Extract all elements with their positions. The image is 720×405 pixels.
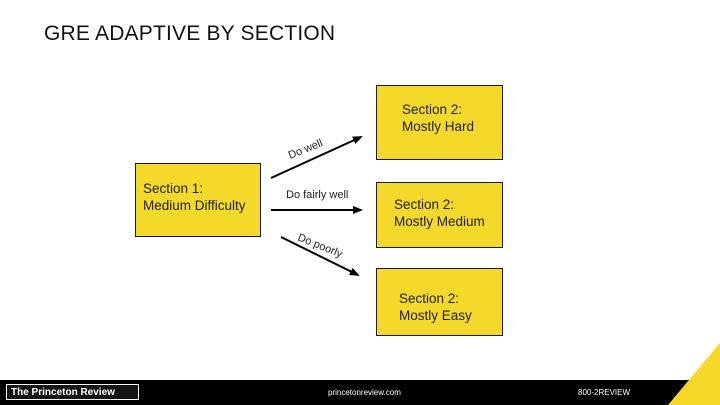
label-do-fairly-well: Do fairly well — [286, 189, 348, 201]
arrow-do-well — [270, 136, 363, 179]
label-do-well: Do well — [287, 137, 325, 162]
corner-accent — [668, 343, 720, 405]
website-text: princetonreview.com — [328, 388, 401, 397]
brand-name: The Princeton Review — [11, 386, 115, 398]
phone-text: 800-2REVIEW — [578, 388, 631, 397]
section-2-medium-heading: Section 2: — [394, 197, 455, 212]
section-2-easy-heading: Section 2: — [399, 291, 460, 306]
section-1-heading: Section 1: — [143, 181, 204, 196]
section-2-medium-difficulty: Mostly Medium — [394, 214, 485, 229]
section-1-box: Section 1: Medium Difficulty — [135, 163, 261, 237]
page-title: GRE ADAPTIVE BY SECTION — [44, 22, 336, 45]
section-2-hard-box: Section 2: Mostly Hard — [376, 85, 503, 160]
section-2-medium-box: Section 2: Mostly Medium — [376, 182, 503, 248]
footer-bar: The Princeton Review princetonreview.com… — [0, 380, 720, 405]
section-2-easy-difficulty: Mostly Easy — [399, 308, 472, 323]
section-2-hard-heading: Section 2: — [402, 102, 463, 117]
section-1-difficulty: Medium Difficulty — [143, 198, 246, 213]
princeton-review-logo: The Princeton Review — [6, 384, 139, 400]
arrow-do-poorly — [280, 236, 360, 276]
section-2-hard-difficulty: Mostly Hard — [402, 119, 475, 134]
section-2-easy-box: Section 2: Mostly Easy — [376, 268, 503, 336]
